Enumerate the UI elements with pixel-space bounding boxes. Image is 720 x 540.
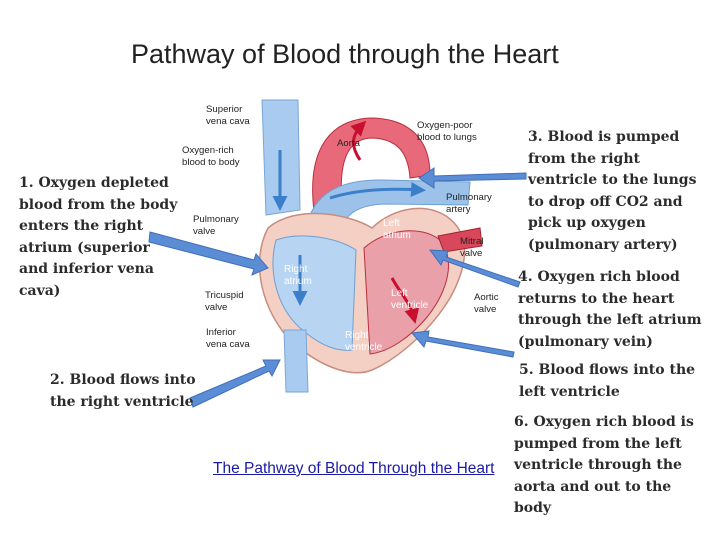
step-6-note: 6. Oxygen rich blood is pumped from the … xyxy=(514,414,694,516)
flow-arrow-red-1 xyxy=(350,120,367,161)
pointer-arrow-step3 xyxy=(418,167,527,189)
step-4-note: 4. Oxygen rich blood returns to the hear… xyxy=(518,269,702,350)
flow-arrow-blue-2 xyxy=(329,181,426,200)
label-aorta: Aorta xyxy=(337,138,361,149)
heart-illustration xyxy=(258,99,483,393)
pointer-arrow-step4 xyxy=(428,249,521,288)
step-3-note: 3. Blood is pumped from the right ventri… xyxy=(528,129,697,253)
heart-pathway-link[interactable]: The Pathway of Blood Through the Heart xyxy=(213,460,495,477)
flow-arrow-red-2 xyxy=(390,277,420,324)
right-side-chambers xyxy=(272,235,357,351)
pointer-arrow-step5 xyxy=(411,330,515,358)
pulmonary-veins xyxy=(437,227,483,253)
pointer-arrow-step1 xyxy=(148,231,269,276)
slide-title: Pathway of Blood through the Heart xyxy=(131,39,559,69)
step-2-note: 2. Blood flows into the right ventricle xyxy=(50,372,196,410)
inferior-vena-cava xyxy=(283,329,309,393)
left-side-chambers xyxy=(363,230,449,355)
step-1-note: 1. Oxygen depleted blood from the body e… xyxy=(19,175,178,299)
pointer-arrows xyxy=(148,167,527,408)
step-5-note: 5. Blood flows into the left ventricle xyxy=(519,362,696,400)
pointer-arrow-step2 xyxy=(189,359,281,408)
